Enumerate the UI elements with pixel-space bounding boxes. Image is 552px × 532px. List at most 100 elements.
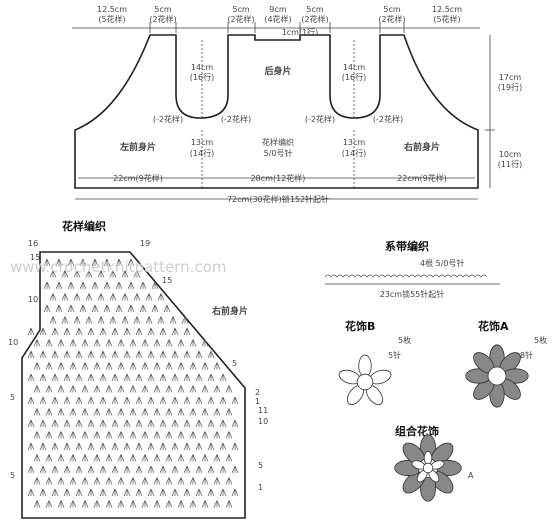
dim-left-motifs: (5花样) — [98, 14, 125, 24]
stitch-mark — [147, 396, 155, 405]
stitch-mark — [195, 373, 203, 382]
dim-neck-motifs: (4花样) — [264, 14, 291, 24]
stitch-mark — [207, 442, 215, 451]
stitch-mark — [151, 304, 159, 313]
stitch-mark — [81, 362, 89, 370]
stitch-mark — [63, 442, 71, 451]
dim-mid-left-rows: (14行) — [190, 148, 214, 158]
stitch-mark — [45, 454, 53, 462]
flower-b-label: 花饰B — [345, 319, 375, 333]
row-5-right: 5 — [232, 359, 237, 368]
stitch-mark — [105, 408, 113, 416]
stitch-mark — [111, 419, 119, 428]
flower-a-stitches: 8针 — [520, 350, 533, 360]
stitch-mark — [123, 442, 131, 451]
stitch-mark — [81, 500, 89, 508]
row-15-left: 15 — [30, 253, 40, 262]
stitch-mark — [129, 500, 137, 508]
stitch-mark — [99, 419, 107, 428]
stitch-mark — [147, 419, 155, 428]
stitch-mark — [121, 316, 129, 324]
stitch-mark — [27, 442, 35, 451]
stitch-mark — [219, 488, 227, 497]
stitch-mark — [33, 339, 41, 347]
stitch-mark — [165, 477, 173, 485]
dim-strap-left-width: 5cm — [154, 5, 171, 14]
stitch-mark — [183, 442, 191, 451]
flower-center — [356, 373, 374, 391]
stitch-mark — [87, 350, 95, 359]
stitch-mark — [27, 465, 35, 474]
stitch-mark — [195, 442, 203, 451]
stitch-mark — [135, 419, 143, 428]
stitch-mark — [45, 477, 53, 485]
stitch-mark — [69, 431, 77, 439]
stitch-mark — [79, 258, 87, 267]
stitch-mark — [105, 385, 113, 393]
stitch-mark — [27, 350, 35, 359]
stitch-mark — [55, 258, 63, 267]
stitch-mark — [153, 454, 161, 462]
stitch-mark — [91, 304, 99, 313]
stitch-mark — [165, 500, 173, 508]
watermark: www.crochetknitpattern.com — [10, 258, 226, 276]
stitch-mark — [67, 281, 75, 290]
stitch-mark — [201, 362, 209, 370]
note-decrease-1: (-2花样) — [153, 114, 183, 124]
stitch-mark — [207, 419, 215, 428]
stitch-mark — [115, 258, 123, 267]
dim-back-strap-left-motifs: (2花样) — [227, 14, 254, 24]
row-1-bottom: 1 — [258, 483, 263, 492]
stitch-mark — [147, 442, 155, 451]
stitch-mark — [171, 419, 179, 428]
stitch-mark — [171, 442, 179, 451]
stitch-mark — [165, 454, 173, 462]
dim-neck-width: 9cm — [269, 5, 286, 14]
stitch-mark — [201, 385, 209, 393]
stitch-mark — [129, 385, 137, 393]
stitch-mark — [111, 350, 119, 359]
stitch-mark — [105, 431, 113, 439]
stitch-mark — [105, 362, 113, 370]
stitch-mark — [27, 327, 35, 336]
row-19: 19 — [140, 239, 150, 248]
dim-bottom-left: 22cm(9花样) — [113, 173, 163, 183]
stitch-mark — [177, 500, 185, 508]
stitch-mark — [45, 500, 53, 508]
stitch-mark — [105, 500, 113, 508]
flower-center — [487, 366, 507, 386]
stitch-mark — [99, 327, 107, 336]
stitch-mark — [171, 327, 179, 336]
stitch-mark — [45, 431, 53, 439]
stitch-mark — [147, 465, 155, 474]
stitch-mark — [61, 270, 69, 278]
dim-mid-left: 13cm — [191, 138, 214, 147]
stitch-mark — [141, 362, 149, 370]
stitch-mark — [165, 408, 173, 416]
stitch-mark — [33, 362, 41, 370]
stitch-mark — [231, 465, 239, 474]
stitch-mark — [159, 488, 167, 497]
stitch-mark — [129, 477, 137, 485]
stitch-mark — [33, 408, 41, 416]
stitch-mark — [51, 488, 59, 497]
stitch-mark — [33, 454, 41, 462]
stitch-mark — [189, 454, 197, 462]
stitch-mark — [105, 339, 113, 347]
stitch-mark — [75, 327, 83, 336]
stitch-mark — [127, 258, 135, 267]
stitch-mark — [109, 270, 117, 278]
stitch-mark — [63, 465, 71, 474]
stitch-mark — [129, 362, 137, 370]
stitch-mark — [81, 477, 89, 485]
stitch-mark — [91, 258, 99, 267]
combo-a-marker: A — [468, 471, 474, 480]
stitch-mark — [153, 431, 161, 439]
stitch-mark — [49, 293, 57, 301]
stitch-mark — [171, 465, 179, 474]
stitch-mark — [111, 442, 119, 451]
stitch-mark — [171, 488, 179, 497]
stitch-mark — [117, 431, 125, 439]
stitch-mark — [87, 488, 95, 497]
row-5-bottom-left: 5 — [10, 471, 15, 480]
